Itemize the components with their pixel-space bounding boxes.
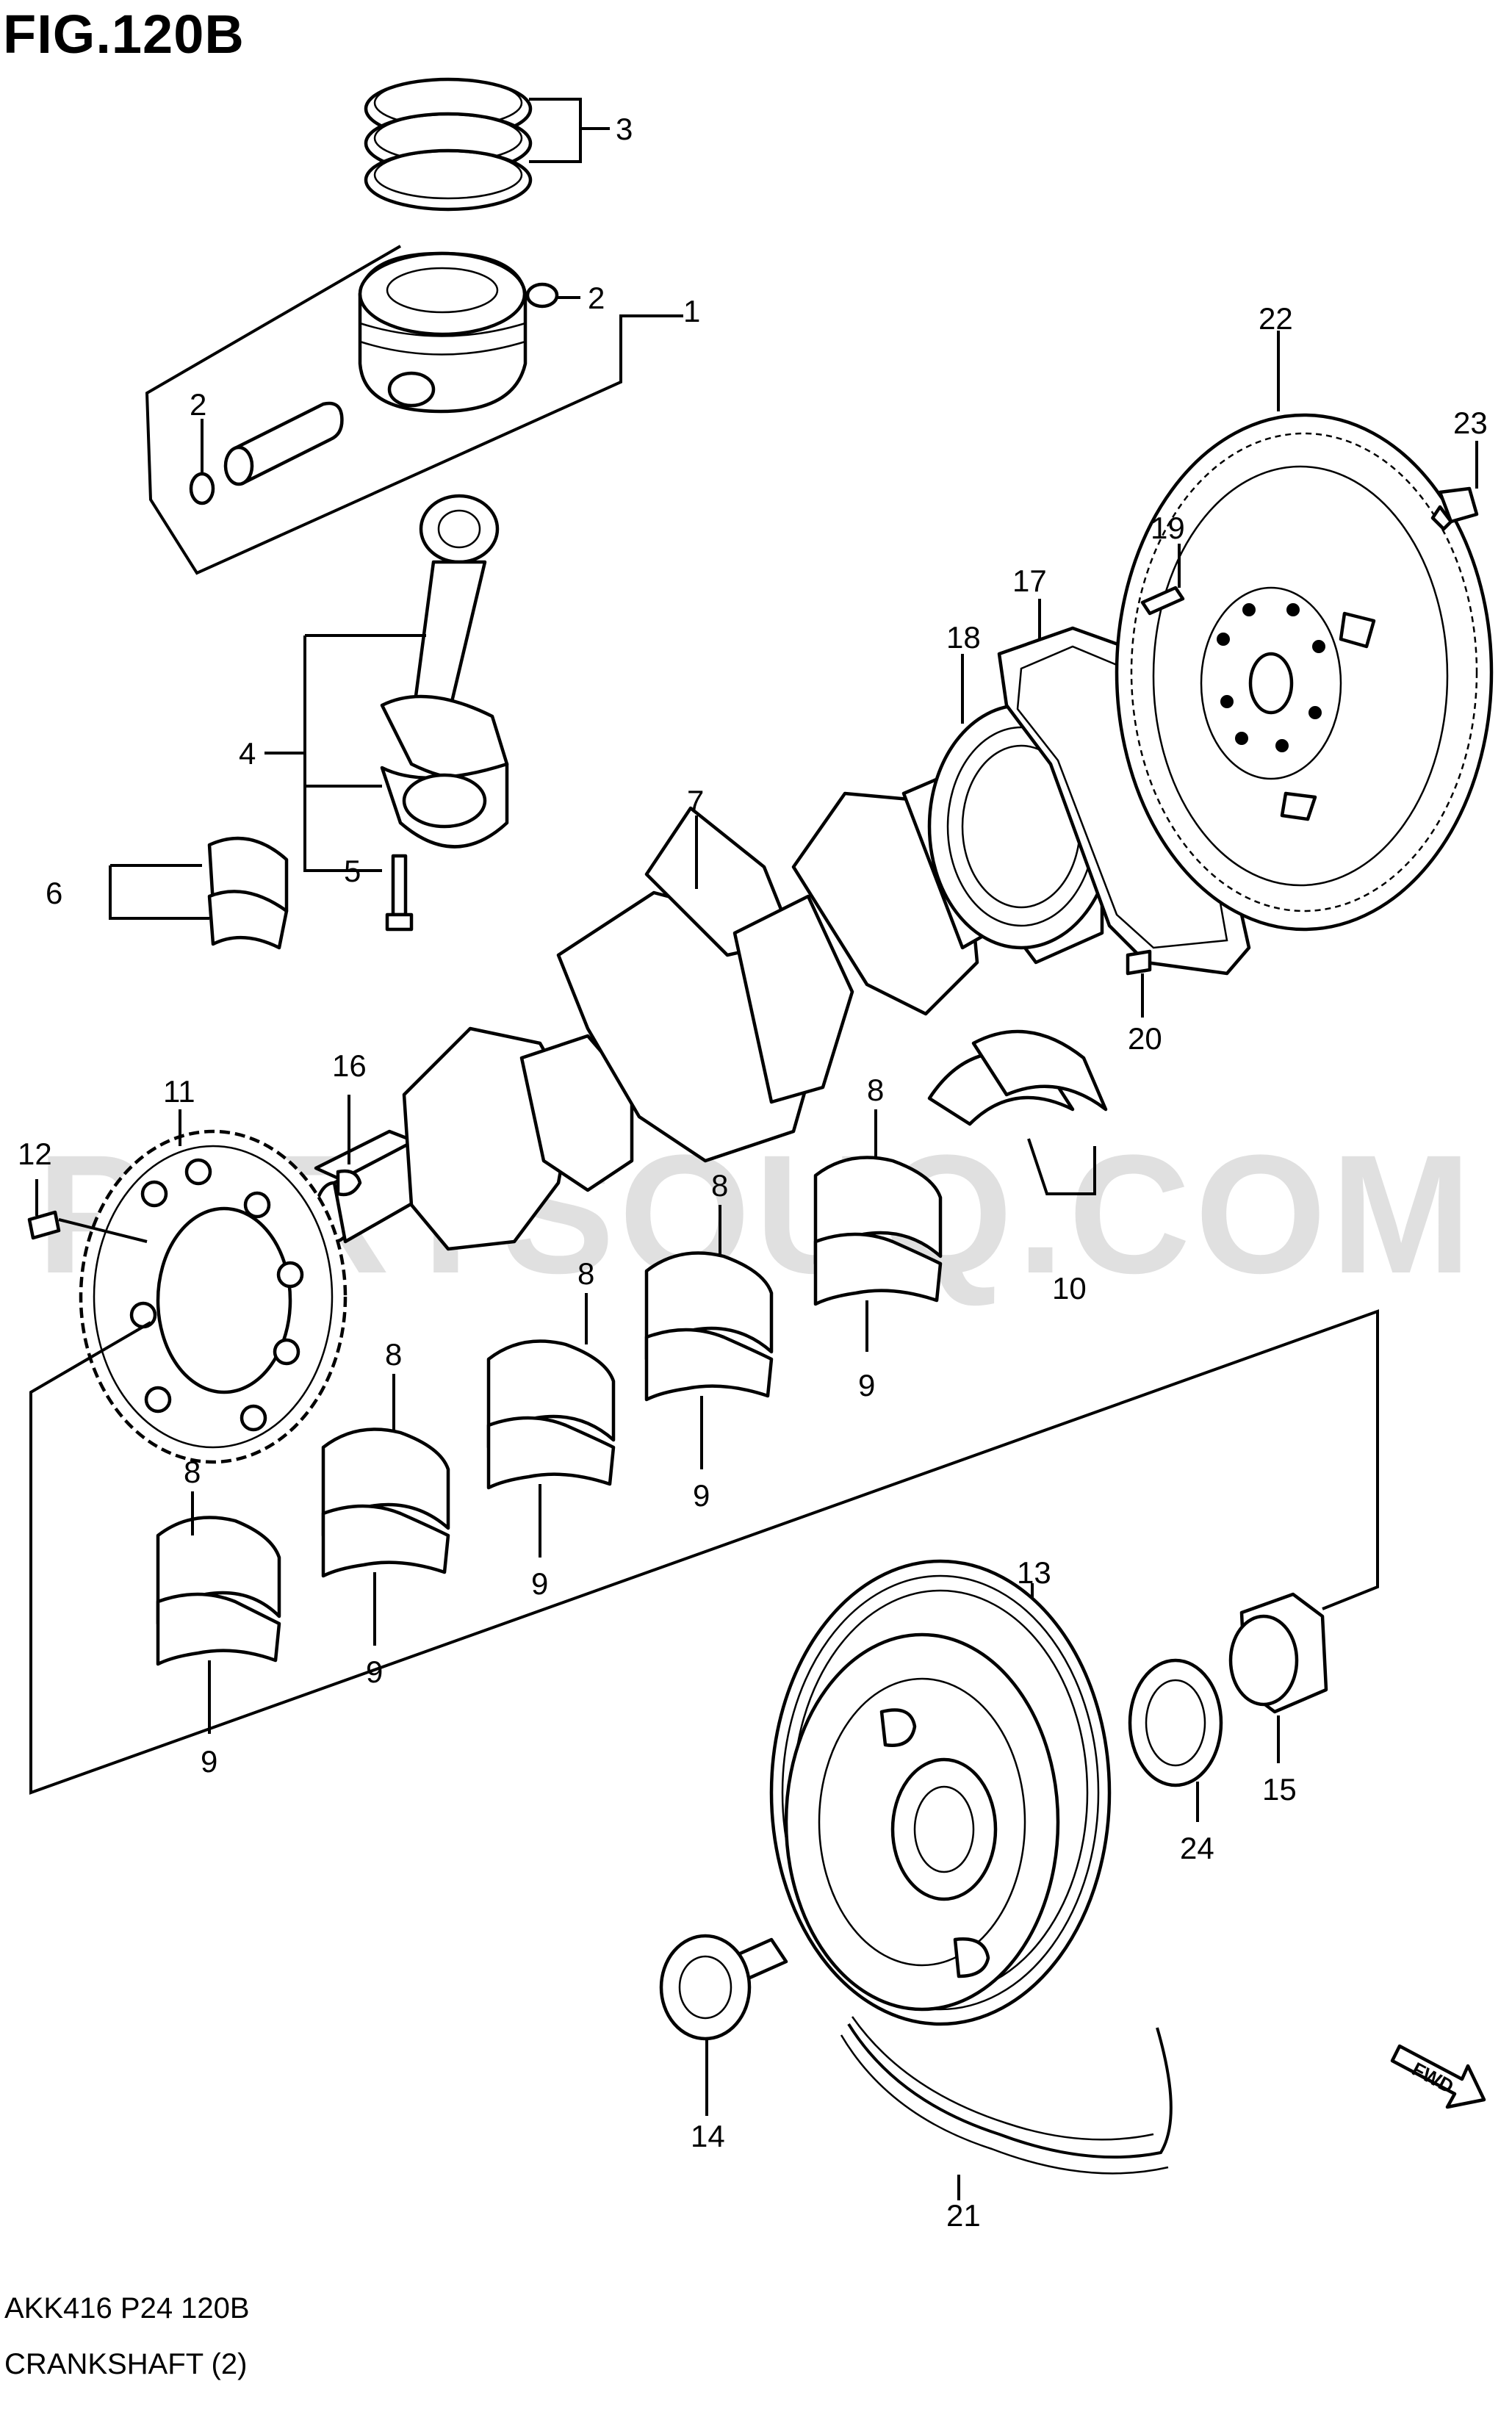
callout-9: 9 (693, 1478, 710, 1513)
figure-title: FIG.120B (3, 4, 245, 65)
main-bearing-1[interactable] (156, 1491, 281, 1734)
connecting-rod[interactable] (109, 494, 509, 950)
woodruff-key[interactable] (336, 1095, 362, 1197)
main-bearing-3[interactable] (486, 1293, 616, 1558)
pulley-bolt[interactable] (659, 1934, 788, 2116)
callout-7: 7 (687, 784, 704, 818)
callout-5: 5 (344, 854, 361, 888)
callout-20: 20 (1128, 1021, 1162, 1056)
callout-13: 13 (1017, 1555, 1051, 1590)
callout-10: 10 (1052, 1271, 1087, 1306)
callout-17: 17 (1012, 563, 1047, 598)
crank-position-sensor-plate[interactable] (29, 1109, 1379, 1795)
callout-18: 18 (946, 620, 981, 655)
thrust-bearings[interactable] (927, 1029, 1108, 1195)
callout-9: 9 (858, 1368, 875, 1402)
footer-code: AKK416 P24 120B (4, 2292, 250, 2325)
callout-8: 8 (577, 1256, 594, 1291)
callout-8: 8 (867, 1073, 884, 1107)
callout-9: 9 (531, 1566, 548, 1601)
callout-9: 9 (366, 1654, 383, 1689)
callout-3: 3 (616, 112, 633, 146)
callout-22: 22 (1259, 301, 1293, 336)
main-bearing-4[interactable] (644, 1205, 774, 1469)
callout-2: 2 (588, 281, 605, 315)
callout-2: 2 (190, 387, 206, 422)
callout-24: 24 (1180, 1831, 1214, 1865)
flywheel[interactable] (1115, 331, 1494, 1018)
main-bearing-2[interactable] (321, 1374, 450, 1646)
fwd-arrow-icon: FWD (1390, 2044, 1486, 2109)
footer-name: CRANKSHAFT (2) (4, 2348, 248, 2380)
crankshaft-pulley[interactable] (769, 1559, 1112, 2026)
callout-12: 12 (18, 1137, 52, 1171)
oil-seal-24[interactable] (1128, 1658, 1223, 1822)
callout-16: 16 (332, 1048, 367, 1083)
v-ribbed-belt[interactable] (840, 2016, 1173, 2200)
piston-rings[interactable] (364, 77, 610, 212)
callout-6: 6 (46, 876, 62, 910)
callout-19: 19 (1151, 511, 1185, 545)
callout-9: 9 (201, 1744, 217, 1779)
callout-15: 15 (1262, 1772, 1297, 1807)
main-bearing-5[interactable] (813, 1109, 943, 1352)
callout-8: 8 (711, 1168, 728, 1203)
callout-4: 4 (239, 736, 256, 771)
callout-1: 1 (683, 294, 700, 328)
bolt-12[interactable] (27, 1179, 148, 1243)
callout-23: 23 (1453, 406, 1488, 440)
callout-numbers: 1 2 2 3 4 5 6 7 8 8 8 8 8 9 9 9 9 9 10 1… (18, 112, 1488, 2233)
callout-8: 8 (184, 1455, 201, 1489)
timing-pulley[interactable] (1228, 1592, 1328, 1763)
piston-assembly[interactable] (145, 245, 683, 575)
callout-8: 8 (385, 1337, 402, 1372)
callout-14: 14 (691, 2119, 725, 2153)
callout-11: 11 (163, 1074, 195, 1109)
callout-21: 21 (946, 2198, 981, 2233)
